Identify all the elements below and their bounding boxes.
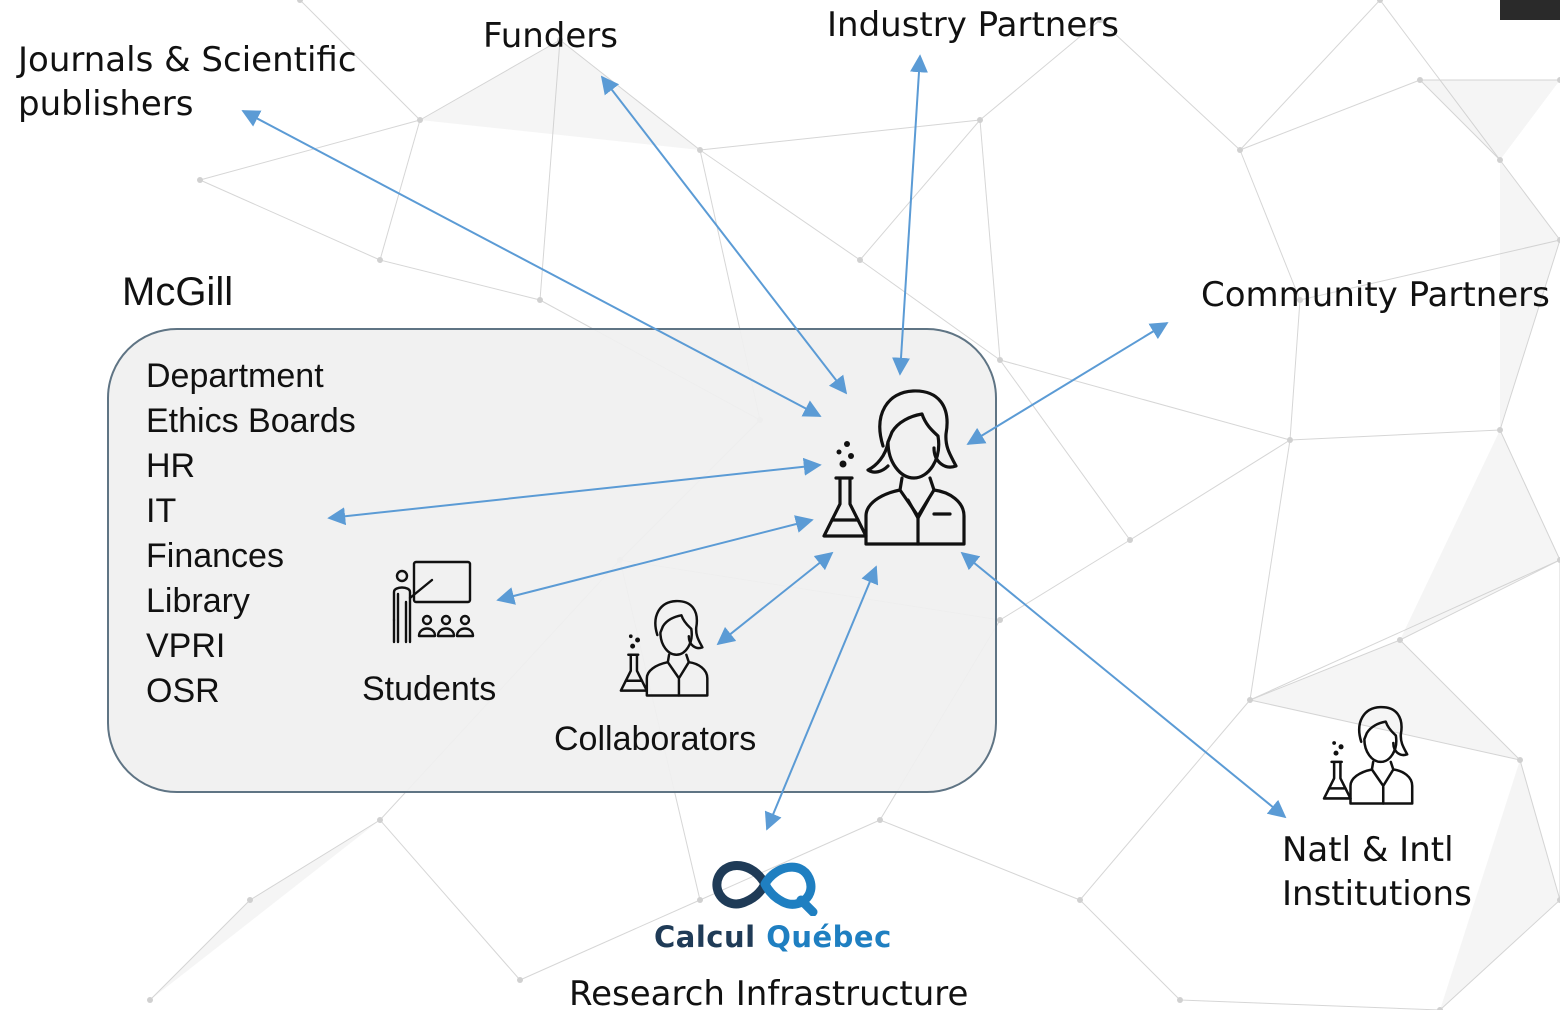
background-node <box>1557 897 1560 903</box>
background-line <box>249 819 381 901</box>
background-node <box>1557 77 1560 83</box>
background-facet <box>1400 430 1560 640</box>
arrow-research-infra <box>764 565 879 831</box>
industry-partners-label: Industry Partners <box>827 5 1119 45</box>
background-line <box>1519 759 1560 901</box>
background-line <box>699 819 881 901</box>
background-node <box>377 817 383 823</box>
background-node <box>857 257 863 263</box>
background-node <box>1097 17 1103 23</box>
mcgill-unit-item: HR <box>146 447 196 485</box>
background-line <box>1249 699 1521 761</box>
research-infrastructure-label: Research Infrastructure <box>569 974 969 1014</box>
logo-text-quebec: Québec <box>766 920 892 954</box>
arrow-community <box>966 322 1169 445</box>
background-node <box>1557 237 1560 243</box>
arrow-funders <box>600 75 848 395</box>
collaborator-scientist-icon <box>619 599 709 697</box>
background-node <box>977 117 983 123</box>
community-partners-label: Community Partners <box>1201 275 1550 315</box>
background-line <box>379 819 521 981</box>
funders-label: Funders <box>483 16 618 56</box>
background-node <box>1287 437 1293 443</box>
background-line <box>1399 559 1560 641</box>
background-line <box>1399 639 1521 761</box>
journals-label: Journals & Scientific publishers <box>18 40 357 124</box>
background-node <box>247 897 253 903</box>
background-line <box>1499 159 1560 241</box>
background-line <box>1439 899 1560 1010</box>
mcgill-unit-item: Finances <box>146 537 284 575</box>
background-node <box>1497 427 1503 433</box>
mcgill-unit-item: OSR <box>146 672 220 710</box>
background-line <box>1249 559 1560 701</box>
background-facet <box>1440 760 1560 1010</box>
background-line <box>149 899 251 1001</box>
background-facet <box>1250 640 1520 760</box>
central-scientist-icon <box>822 389 966 546</box>
background-line <box>1419 79 1501 161</box>
background-line <box>1289 429 1501 441</box>
collaborators-label: Collaborators <box>554 720 757 758</box>
arrow-industry <box>892 54 928 376</box>
background-node <box>1077 897 1083 903</box>
background-line <box>299 0 421 121</box>
background-facet <box>1500 160 1560 430</box>
background-node <box>517 977 523 983</box>
background-node <box>1497 157 1503 163</box>
mcgill-unit-item: IT <box>146 492 177 530</box>
arrow-students <box>496 515 814 605</box>
background-node <box>297 0 303 3</box>
background-line <box>979 19 1101 121</box>
background-line <box>519 899 701 981</box>
background-facet <box>1420 80 1560 160</box>
background-line <box>1289 299 1301 441</box>
mcgill-unit-item: VPRI <box>146 627 226 665</box>
students-label: Students <box>362 670 497 708</box>
background-line <box>879 819 1081 901</box>
arrow-journals <box>241 110 822 417</box>
mcgill-unit-item: Library <box>146 582 250 620</box>
background-facet <box>150 820 380 1000</box>
background-line <box>1239 0 1381 151</box>
background-node <box>1377 0 1383 3</box>
background-node <box>1557 557 1560 563</box>
background-node <box>1237 147 1243 153</box>
background-line <box>419 39 561 121</box>
background-node <box>1437 1007 1443 1010</box>
natl-intl-institutions-label: Natl & Intl Institutions <box>1282 830 1472 914</box>
background-node <box>1517 757 1523 763</box>
arrow-natl-intl <box>960 551 1287 819</box>
logo-text-calcul: Calcul <box>654 920 756 954</box>
background-node <box>197 177 203 183</box>
logo-wordmark: Calcul Québec <box>654 920 892 954</box>
background-node <box>557 37 563 43</box>
background-node <box>877 817 883 823</box>
background-line <box>979 119 1001 361</box>
background-line <box>1129 439 1291 541</box>
background-line <box>1239 79 1421 151</box>
background-node <box>1297 297 1303 303</box>
background-line <box>1099 19 1241 151</box>
background-node <box>697 897 703 903</box>
arrow-mcgill-units <box>327 457 822 526</box>
institution-scientist-icon <box>1322 705 1414 805</box>
background-node <box>1397 637 1403 643</box>
students-teacher-icon <box>392 560 475 644</box>
background-line <box>1299 239 1560 301</box>
background-node <box>1127 537 1133 543</box>
background-line <box>1179 999 1441 1010</box>
infinity-q-logo <box>712 861 818 916</box>
background-node <box>147 997 153 1003</box>
corner-mark <box>1500 0 1560 20</box>
arrow-collaborators <box>716 551 834 646</box>
mcgill-title: McGill <box>122 270 234 314</box>
background-node <box>1417 77 1423 83</box>
background-line <box>1239 149 1301 301</box>
background-line <box>1079 899 1181 1001</box>
background-line <box>1499 239 1560 431</box>
background-node <box>1177 997 1183 1003</box>
background-line <box>1499 429 1560 561</box>
